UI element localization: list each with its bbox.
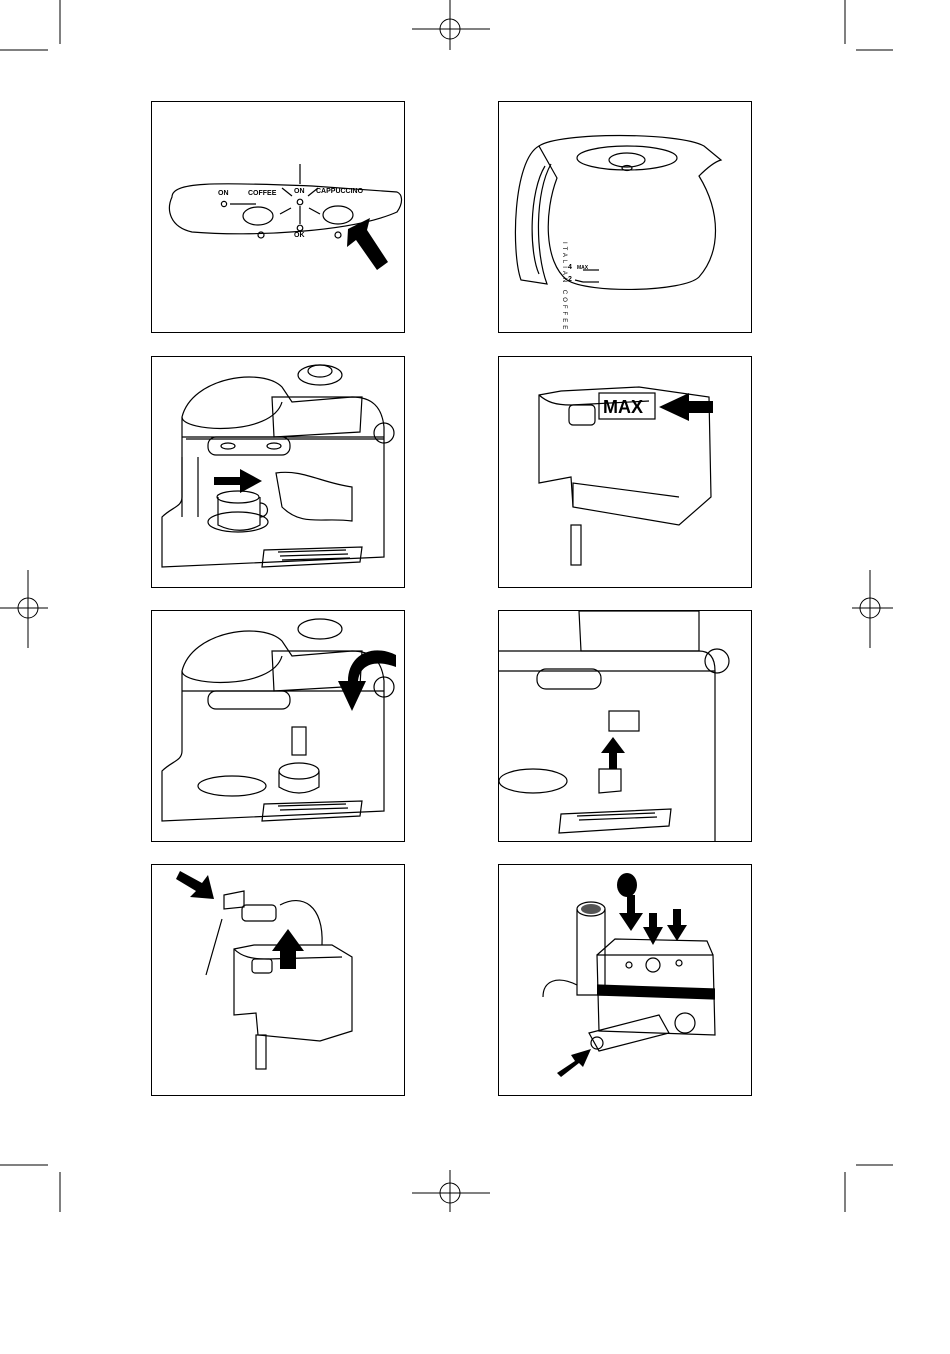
label-coffee: COFFEE [248,190,276,197]
arrow-rotate-icon [338,650,396,711]
jug-text: ITALIAN COFFEE [561,242,567,332]
arrow-diagonal-icon [176,871,214,899]
arrow-down-icon-3 [667,909,687,941]
figure-control-panel: ON COFFEE ON CAPPUCCINO OK [151,101,405,333]
arrow-diagonal-up-icon [557,1049,591,1077]
figure-machine-nozzle-up [498,610,752,842]
figure-coffee-jug: ITALIAN COFFEE 4 MAX 2 [498,101,752,333]
arrow-up-icon [601,737,625,769]
arrow-left-icon [659,393,713,421]
label-on-left: ON [218,190,229,197]
figure-boiler-assembly [498,864,752,1096]
figure-tank-remove-part [151,864,405,1096]
arrow-up-icon [272,929,304,969]
label-ok: OK [294,232,305,239]
label-on-center: ON [294,188,305,195]
figure-machine-cup-hand [151,356,405,588]
arrow-pointer-icon [347,218,388,270]
label-cappuccino: CAPPUCCINO [316,188,363,195]
max-label: MAX [603,397,643,418]
figure-machine-rotate-knob [151,610,405,842]
jug-mark-2: 2 [568,276,572,283]
jug-mark-4: 4 [568,264,572,271]
jug-mark-max: MAX [577,265,588,271]
arrow-right-icon [214,469,262,493]
arrow-down-icon [619,895,643,931]
figure-water-tank-max: MAX [498,356,752,588]
